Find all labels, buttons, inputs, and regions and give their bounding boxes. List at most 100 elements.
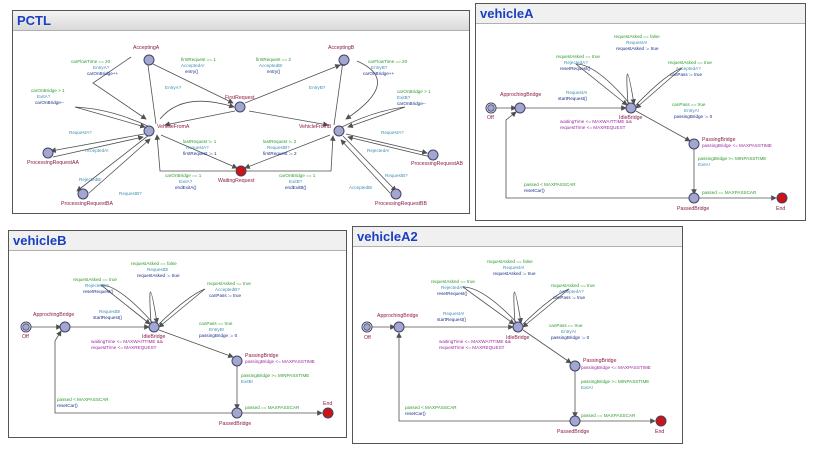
update-label: carOnBridge++ [87, 71, 118, 76]
vehicle-b-edge-labels: requestAsked == false RequestB! requestA… [57, 261, 315, 410]
sync-label: RequestB! [99, 309, 120, 314]
guard-label: passed < MAXPASSCAR [524, 182, 576, 187]
vehicle-a2-panel: vehicleA2 Off A [352, 226, 683, 444]
location-label: ProcessingRequestAB [411, 161, 463, 167]
pctl-locations [42, 54, 439, 200]
guard-label: passed == MAXPASSCAR [581, 413, 636, 418]
location-off [487, 104, 495, 112]
vehicle-a-edge-labels: requestAsked == false RequestA! requestA… [524, 34, 772, 195]
location-label: ApprochingBridge [377, 313, 418, 319]
sync-label: AcceptedB? [215, 287, 240, 292]
guard-label: passingBridge >= MINPASSTIME [698, 156, 766, 161]
sync-label: RequestA! [626, 40, 647, 45]
invariant-label: passingBridge <= MAXPASSTIME [702, 143, 772, 148]
vehicle-a2-edge-labels: requestAsked == false RequestA! requestA… [405, 259, 651, 418]
location-label: PassedBridge [677, 206, 709, 212]
sync-label: EntryA? [165, 85, 182, 90]
sync-label: RejectedA? [564, 60, 588, 65]
update-label: requestAsked := true [137, 273, 180, 278]
update-label: resetCar() [524, 188, 545, 193]
location-end [655, 415, 667, 427]
sync-label: ExitA? [37, 94, 51, 99]
location-label: WaitingRequest [218, 178, 255, 184]
guard-label: passingBridge >= MINPASSTIME [241, 373, 309, 378]
guard-label: firstRequest == 1 [181, 57, 216, 62]
sync-label: RejectedB? [85, 283, 109, 288]
location-passing [688, 138, 700, 150]
vehicle-a2-edges [372, 286, 656, 424]
guard-label: carOnBridge > 1 [31, 88, 65, 93]
sync-label: AcceptedB! [259, 63, 283, 68]
sync-label: RequestA? [186, 145, 209, 150]
update-label: resetRequest() [560, 66, 591, 71]
location-idle [512, 321, 524, 333]
vehicle-b-graph: Off ApprochingBridge IdleBridge PassingB… [20, 261, 334, 427]
update-label: requestAsked := true [493, 271, 536, 276]
location-vehicle-from-a [143, 125, 155, 137]
location-label: End [655, 429, 664, 435]
location-end [322, 407, 334, 419]
location-passed [231, 407, 243, 419]
location-label: VehicleFromB [299, 124, 332, 130]
location-label: ApprochingBridge [33, 312, 74, 318]
sync-label: EntryB? [371, 65, 388, 70]
guard-label: passed < MAXPASSCAR [405, 405, 457, 410]
sync-label: RequestA! [566, 90, 587, 95]
sync-label: ExitB? [289, 179, 303, 184]
guard-label: canPass == true [672, 102, 706, 107]
sync-label: RequestA! [443, 311, 464, 316]
sync-label: RejectedA? [441, 285, 465, 290]
sync-label: ExitA? [179, 179, 193, 184]
location-label: PassingBridge [702, 137, 736, 143]
guard-label: carFlowTime == 20 [368, 59, 408, 64]
location-label: IdleBridge [506, 335, 529, 341]
sync-label: RequestA! [503, 265, 524, 270]
update-label: resetCar() [405, 411, 426, 416]
sync-label: AcceptedB! [349, 185, 373, 190]
sync-label: ExitA! [581, 385, 593, 390]
vehicle-b-edges [31, 284, 323, 416]
location-idle [625, 102, 637, 114]
pctl-graph: AcceptingA AcceptingB FirstRequest Vehic… [27, 45, 463, 207]
sync-label: RequestA? [381, 130, 404, 135]
guard-label: lastRequest != 2 [263, 139, 297, 144]
guard-label: requestAsked == true [556, 54, 600, 59]
location-label: AcceptingA [133, 45, 160, 51]
sync-label: EntryB! [209, 327, 224, 332]
location-first-request [234, 101, 246, 113]
location-accepting-a [143, 54, 155, 66]
location-processing-request-ab [427, 149, 439, 161]
location-label: ProcessingRequestBA [61, 201, 113, 207]
sync-label: ExitB! [241, 379, 253, 384]
update-label: requestAsked := true [616, 46, 659, 51]
sync-label: AcceptedA! [85, 148, 109, 153]
location-approaching [514, 102, 526, 114]
vehicle-a-panel: vehicleA Off Ap [475, 3, 806, 221]
update-label: startRequest() [437, 317, 467, 322]
panel-title: vehicleA [476, 4, 805, 24]
guard-label: passingBridge >= MINPASSTIME [581, 379, 649, 384]
vehicle-a2-location-names: Off ApprochingBridge IdleBridge PassingB… [364, 313, 664, 435]
update-label: resetRequest() [437, 291, 468, 296]
location-label: End [776, 206, 785, 212]
location-approaching [393, 321, 405, 333]
update-label: endExitB() [285, 185, 307, 190]
guard-label: requestAsked == false [487, 259, 533, 264]
location-label: PassedBridge [557, 429, 589, 435]
guard-label: carOnBridge == 1 [279, 173, 316, 178]
update-label: carOnBridge-- [35, 100, 64, 105]
sync-label: AcceptedA? [559, 289, 584, 294]
guard-label: carOnBridge == 1 [165, 173, 202, 178]
location-label: PassingBridge [245, 353, 279, 359]
invariant-label: waitingTime <= MAXWAITTIME && [439, 339, 511, 344]
location-label: PassedBridge [219, 421, 251, 427]
pctl-location-names: AcceptingA AcceptingB FirstRequest Vehic… [27, 45, 463, 207]
update-label: passingBridge := 0 [199, 333, 238, 338]
location-approaching [59, 321, 71, 333]
sync-label: EntryB? [309, 85, 326, 90]
location-off [22, 323, 30, 331]
invariant-label: waitingTime <= MAXWAITTIME && [91, 339, 163, 344]
location-label: ApprochingBridge [500, 92, 541, 98]
location-label: FirstRequest [225, 95, 255, 101]
invariant-label: requestTime <= MAXREQUEST [560, 125, 626, 130]
